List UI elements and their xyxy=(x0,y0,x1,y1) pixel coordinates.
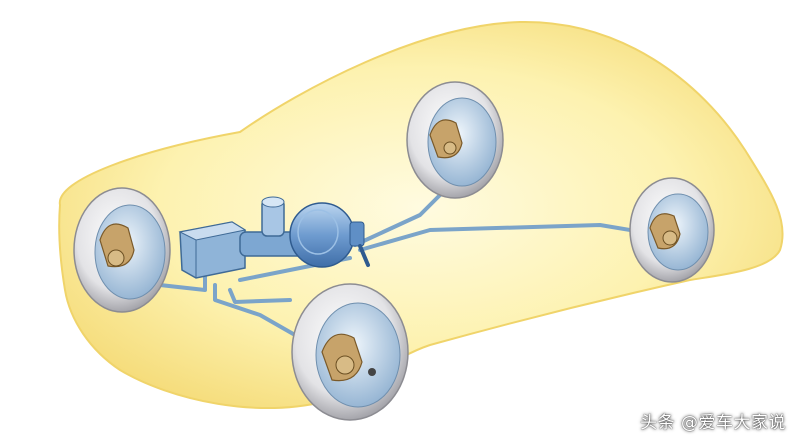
wheel-rear-left xyxy=(406,81,504,199)
wheel-front-left xyxy=(73,187,171,313)
wheel-front-right xyxy=(291,283,409,421)
watermark-text: 头条 @爱车大家说 xyxy=(640,413,786,433)
brake-booster xyxy=(289,202,370,268)
wheel-rear-right xyxy=(629,177,715,283)
abs-modulator xyxy=(178,221,247,279)
